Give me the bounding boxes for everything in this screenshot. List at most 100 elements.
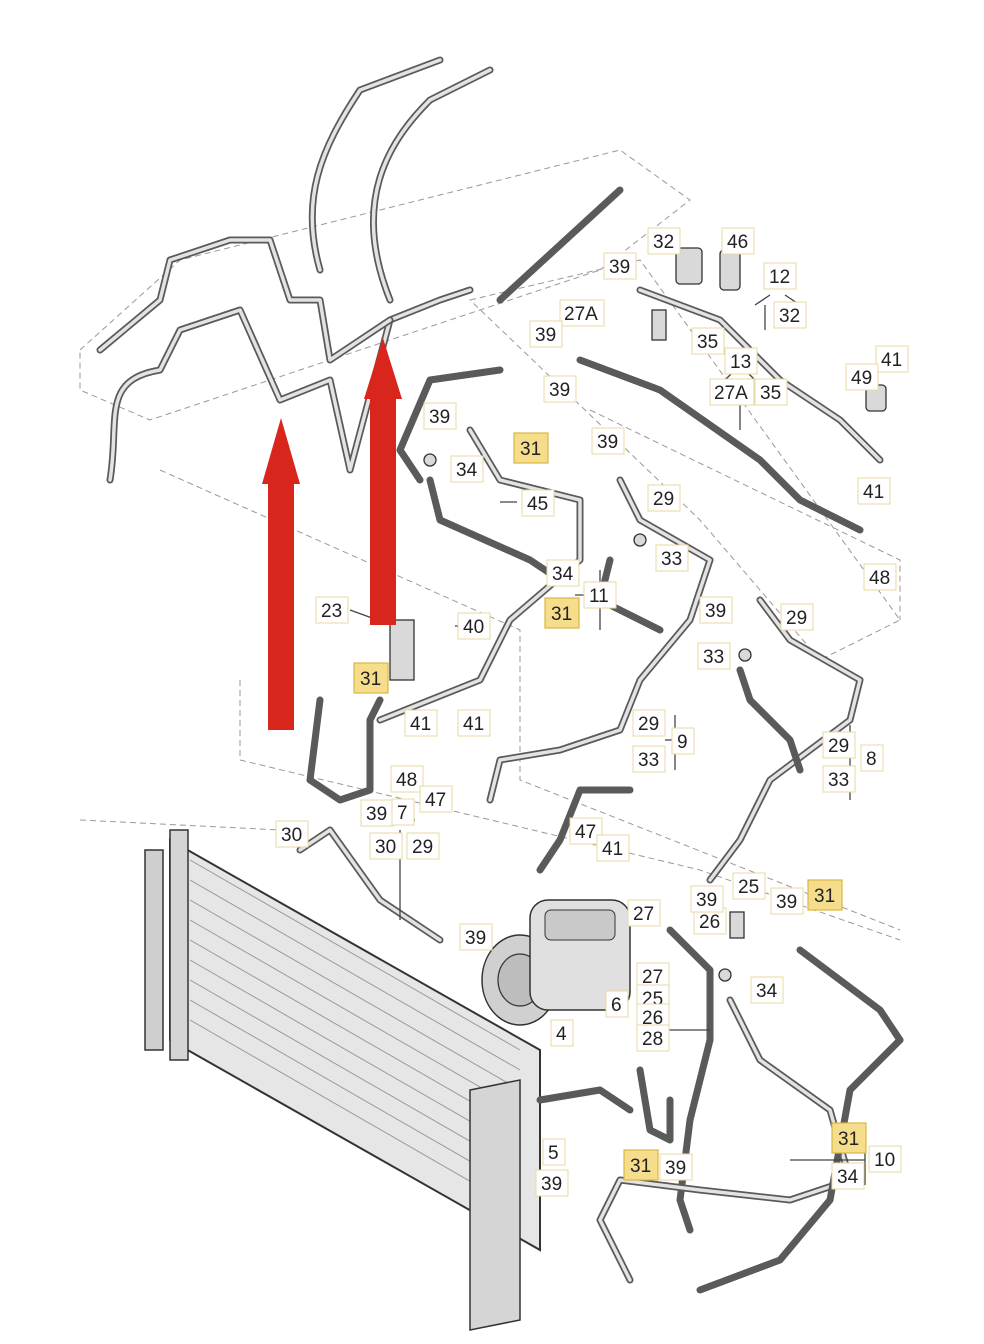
callout-7: 7 [391,798,415,826]
svg-text:27: 27 [633,904,654,925]
svg-text:29: 29 [412,837,433,858]
svg-text:31: 31 [838,1129,859,1150]
svg-text:39: 39 [541,1174,562,1195]
svg-text:39: 39 [776,892,797,913]
svg-text:12: 12 [769,267,790,288]
arrow-head-right [364,338,402,399]
callout-39: 39 [699,596,733,624]
callout-13: 13 [724,347,758,375]
callout-5: 5 [542,1138,566,1166]
callout-29: 29 [822,731,856,759]
callout-27a: 27A [709,378,755,406]
callout-8: 8 [860,744,884,772]
callout-25: 25 [732,872,766,900]
svg-text:39: 39 [429,407,450,428]
callout-27: 27 [636,962,670,990]
svg-text:32: 32 [653,232,674,253]
svg-text:26: 26 [699,912,720,933]
callout-39: 39 [423,402,457,430]
callout-39: 39 [603,252,637,280]
svg-text:27: 27 [642,967,663,988]
callout-33: 33 [655,544,689,572]
callout-39: 39 [360,799,394,827]
callout-31-highlighted: 31 [353,662,389,694]
callout-39: 39 [659,1153,693,1181]
arrow-head-left [262,418,300,484]
callout-41: 41 [596,834,630,862]
svg-text:29: 29 [828,736,849,757]
svg-text:39: 39 [549,380,570,401]
svg-text:34: 34 [837,1167,859,1188]
callout-29: 29 [647,484,681,512]
callout-41: 41 [857,477,891,505]
svg-text:30: 30 [375,837,396,858]
svg-text:31: 31 [814,886,835,907]
arrow-shaft-right [370,395,396,625]
callout-39: 39 [459,923,493,951]
callout-39: 39 [591,427,625,455]
svg-text:29: 29 [638,714,659,735]
svg-text:27A: 27A [714,383,748,404]
svg-text:41: 41 [602,839,623,860]
callout-41: 41 [875,345,909,373]
svg-text:41: 41 [463,714,484,735]
svg-text:33: 33 [703,647,724,668]
svg-text:7: 7 [397,803,408,824]
callout-29: 29 [406,832,440,860]
svg-text:32: 32 [779,306,800,327]
svg-text:35: 35 [760,383,781,404]
callout-32: 32 [647,227,681,255]
svg-text:47: 47 [425,790,446,811]
callout-12: 12 [763,262,797,290]
callout-33: 33 [697,642,731,670]
callout-29: 29 [780,603,814,631]
svg-text:48: 48 [869,568,890,589]
svg-text:34: 34 [552,564,574,585]
callout-35: 35 [691,327,725,355]
svg-text:25: 25 [738,877,759,898]
svg-text:35: 35 [697,332,718,353]
svg-text:34: 34 [456,460,478,481]
svg-text:31: 31 [551,604,572,625]
svg-text:33: 33 [828,770,849,791]
callout-27a: 27A [559,299,605,327]
svg-text:31: 31 [630,1156,651,1177]
svg-text:39: 39 [665,1158,686,1179]
svg-text:29: 29 [653,489,674,510]
svg-text:4: 4 [556,1024,567,1045]
callout-6: 6 [605,990,629,1018]
callout-31-highlighted: 31 [544,597,580,629]
callout-33: 33 [632,745,666,773]
svg-text:47: 47 [575,822,596,843]
svg-text:29: 29 [786,608,807,629]
hoses [96,56,904,1294]
svg-text:10: 10 [874,1150,895,1171]
svg-text:26: 26 [642,1008,663,1029]
callout-46: 46 [721,227,755,255]
callout-31-highlighted: 31 [513,432,549,464]
svg-text:9: 9 [677,732,688,753]
svg-text:39: 39 [465,928,486,949]
callout-41: 41 [404,709,438,737]
callout-11: 11 [583,581,617,609]
svg-text:33: 33 [638,750,659,771]
callout-47: 47 [419,785,453,813]
callout-28: 28 [636,1024,670,1052]
svg-text:39: 39 [696,890,717,911]
svg-text:39: 39 [535,325,556,346]
svg-text:39: 39 [366,804,387,825]
svg-text:41: 41 [881,350,902,371]
red-arrows [262,338,402,730]
callout-34: 34 [750,976,784,1004]
callout-9: 9 [671,727,695,755]
svg-text:27A: 27A [564,304,598,325]
callout-34: 34 [546,559,580,587]
callout-34: 34 [450,455,484,483]
svg-text:46: 46 [727,232,748,253]
callout-39: 39 [690,885,724,913]
compressor [481,899,631,1026]
arrow-shaft-left [268,480,294,730]
svg-text:6: 6 [611,995,622,1016]
callout-29: 29 [632,709,666,737]
